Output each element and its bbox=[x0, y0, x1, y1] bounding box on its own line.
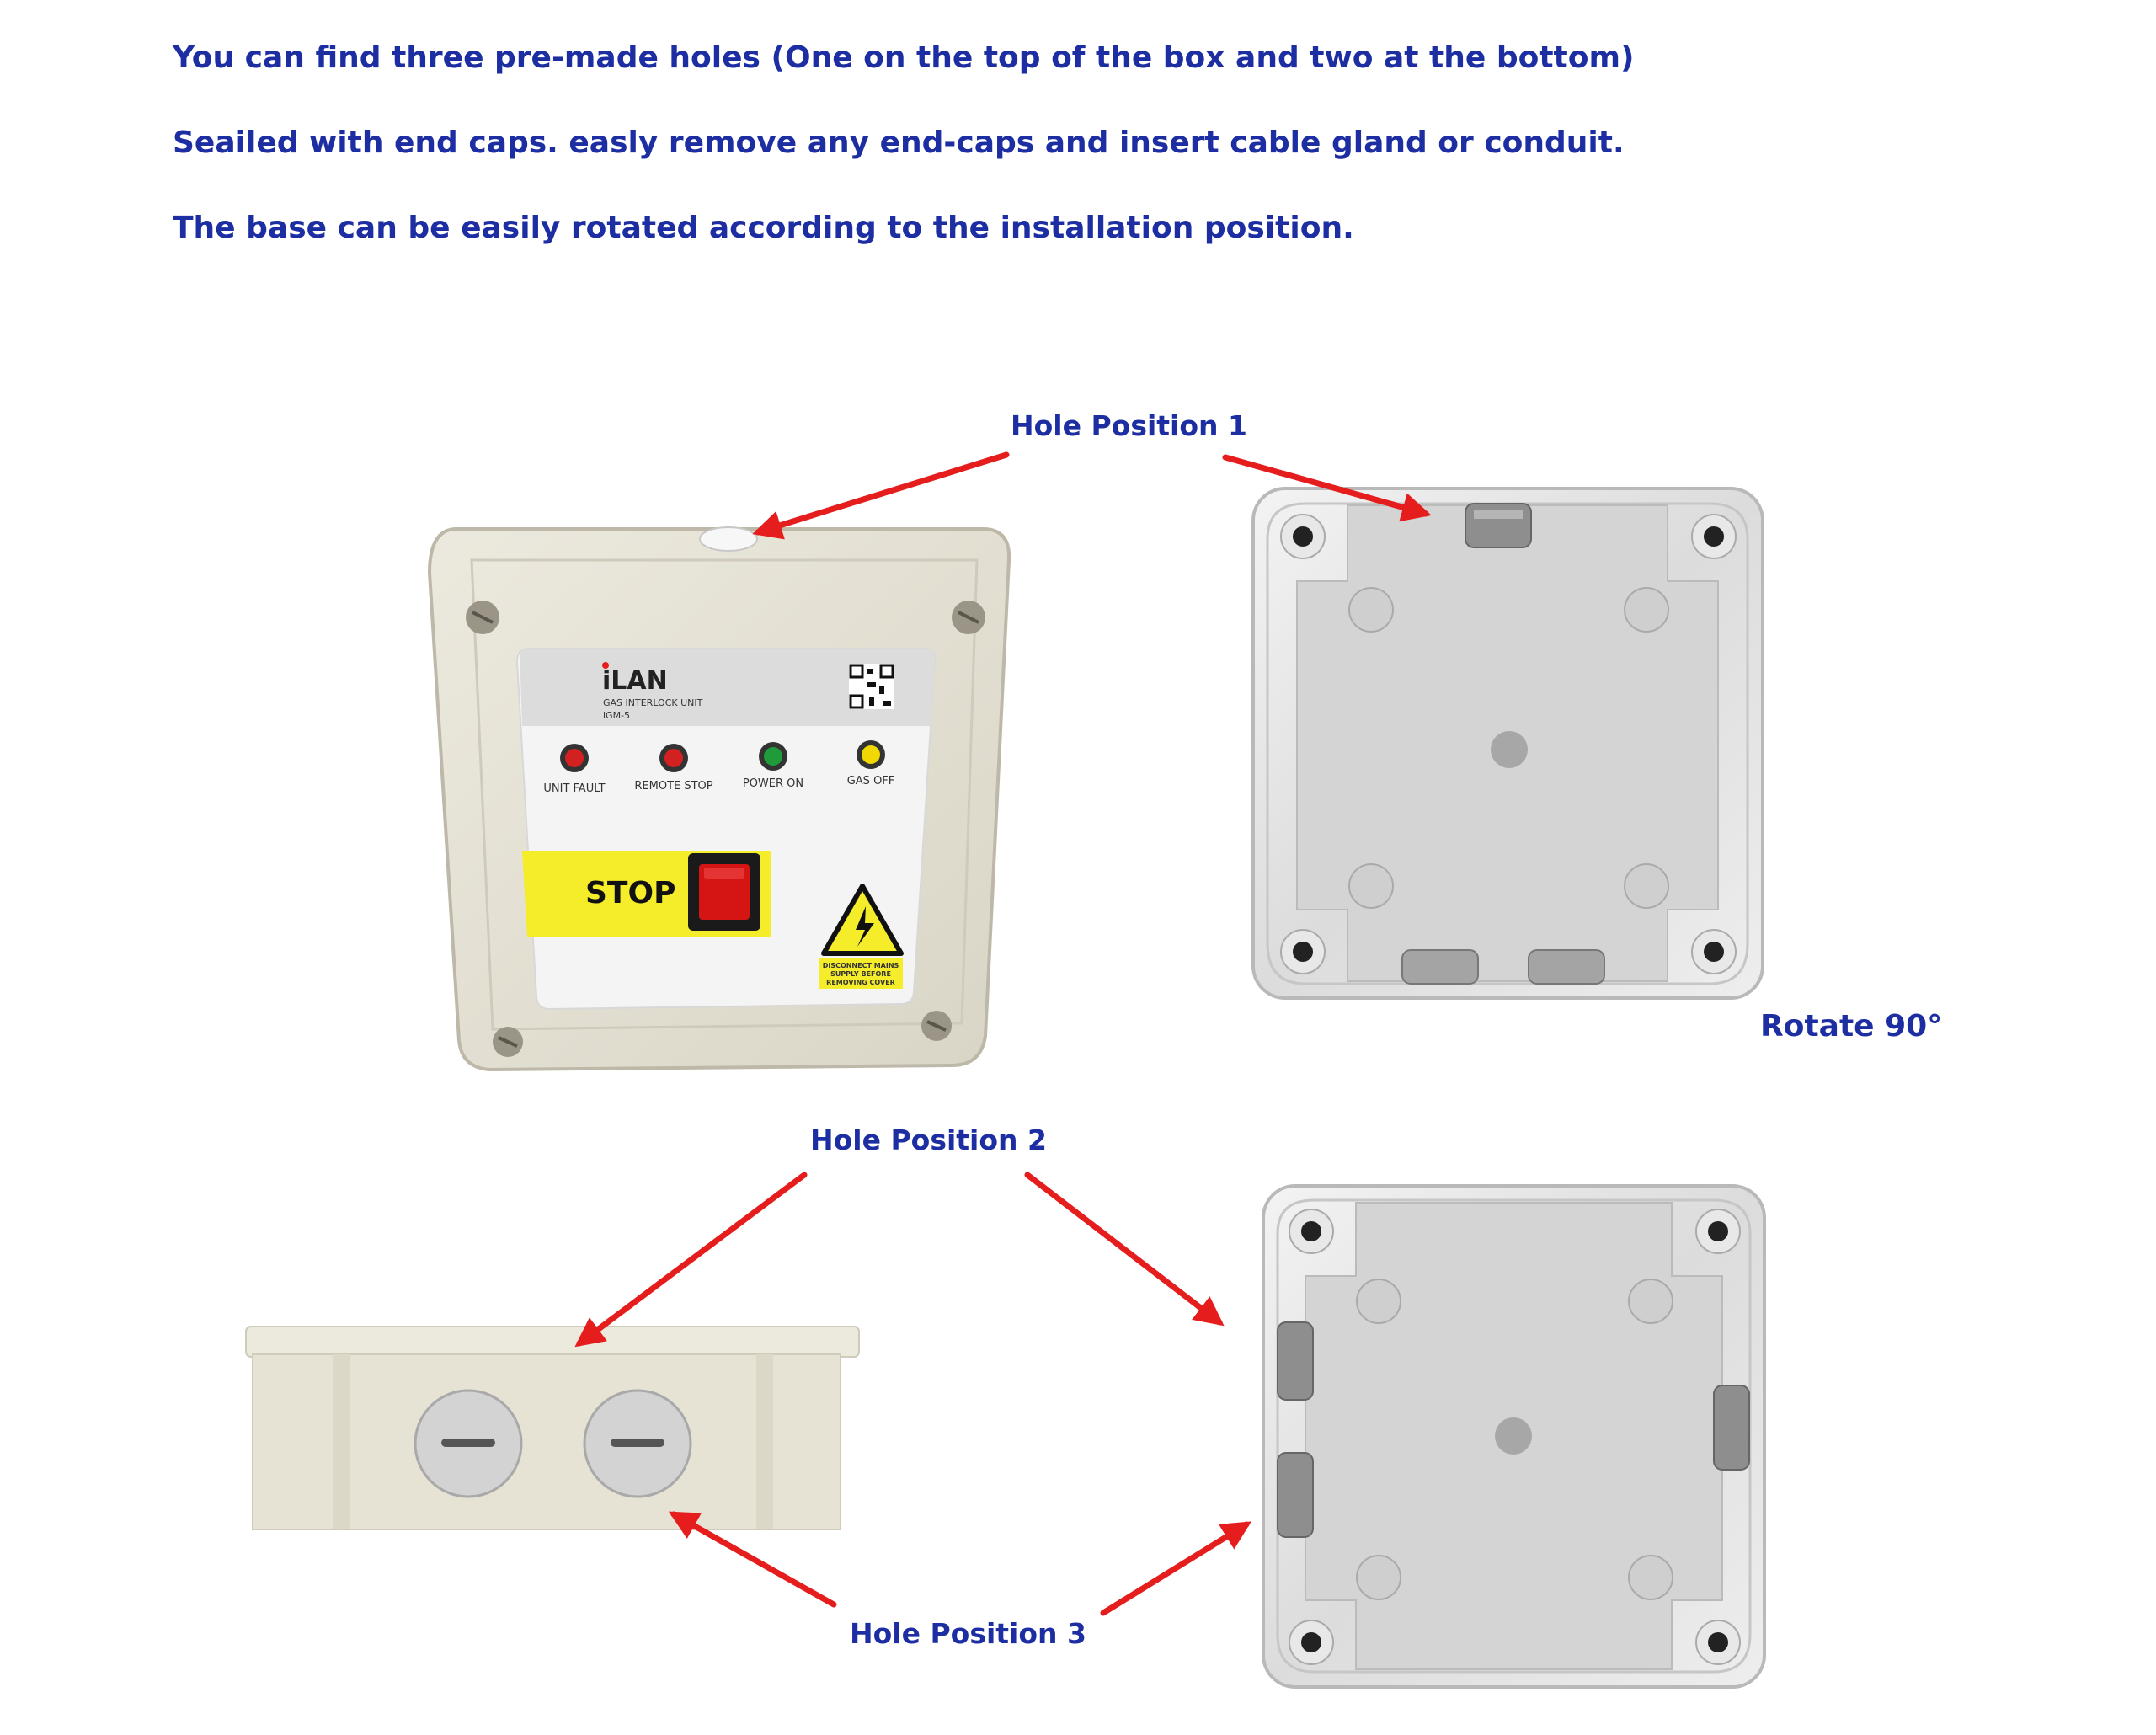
top-hole-gland bbox=[1465, 503, 1532, 548]
corner-screw-hole bbox=[1289, 1209, 1334, 1254]
stop-button bbox=[688, 853, 760, 931]
electric-hazard-icon bbox=[821, 884, 904, 956]
indicator-gas-off: GAS OFF bbox=[847, 740, 895, 787]
qr-code-icon bbox=[849, 664, 894, 709]
side-hole-gland-upper-left bbox=[1277, 1321, 1314, 1401]
front-enclosure: iLAN GAS INTERLOCK UNIT iGM-5 UNIT FAULT… bbox=[427, 526, 1011, 1072]
hole-position-1-label: Hole Position 1 bbox=[1011, 409, 1247, 442]
side-hole-gland-right bbox=[1713, 1385, 1750, 1471]
brand-logo: iLAN bbox=[602, 666, 668, 696]
end-cap-right bbox=[583, 1389, 692, 1498]
corner-screw-hole bbox=[1691, 514, 1737, 559]
intro-line-1: You can find three pre-made holes (One o… bbox=[173, 40, 1635, 75]
arrow-hole1-base bbox=[1222, 454, 1432, 522]
indicator-power-on: POWER ON bbox=[743, 742, 803, 790]
arrow-hole1-front bbox=[752, 451, 1010, 540]
intro-line-3: The base can be easily rotated according… bbox=[173, 211, 1354, 245]
indicator-remote-stop: REMOTE STOP bbox=[634, 744, 713, 793]
side-view-enclosure bbox=[245, 1326, 860, 1530]
svg-text:UNIT FAULT: UNIT FAULT bbox=[543, 782, 605, 795]
screw-icon bbox=[493, 1027, 523, 1057]
warning-line-2: SUPPLY BEFORE bbox=[830, 970, 891, 978]
arrow-hole2-side bbox=[574, 1172, 808, 1348]
corner-screw-hole bbox=[1289, 1620, 1334, 1665]
hole-position-2-label: Hole Position 2 bbox=[810, 1124, 1047, 1156]
hole-position-3-label: Hole Position 3 bbox=[850, 1617, 1086, 1650]
screw-icon bbox=[952, 601, 985, 634]
open-base-rotated bbox=[1262, 1184, 1766, 1689]
callout-arrows bbox=[574, 451, 1432, 1616]
svg-text:POWER ON: POWER ON bbox=[743, 777, 803, 790]
end-cap-left bbox=[414, 1389, 523, 1498]
corner-screw-hole bbox=[1691, 929, 1737, 974]
rotate-label: Rotate 90° bbox=[1760, 1009, 1943, 1044]
product-name: GAS INTERLOCK UNIT bbox=[603, 697, 703, 708]
svg-text:REMOTE STOP: REMOTE STOP bbox=[634, 780, 712, 793]
top-hole-cap bbox=[699, 526, 758, 552]
screw-icon bbox=[466, 601, 499, 634]
arrow-hole2-rotated bbox=[1024, 1172, 1225, 1327]
corner-screw-hole bbox=[1280, 514, 1326, 559]
bottom-hole-gland-right bbox=[1528, 949, 1605, 985]
svg-text:GAS OFF: GAS OFF bbox=[847, 775, 895, 787]
bottom-hole-gland-left bbox=[1401, 949, 1479, 985]
corner-screw-hole bbox=[1695, 1209, 1741, 1254]
indicator-unit-fault: UNIT FAULT bbox=[543, 744, 606, 795]
corner-screw-hole bbox=[1280, 929, 1326, 974]
side-hole-gland-lower-left bbox=[1277, 1452, 1314, 1538]
stop-label: STOP bbox=[585, 876, 675, 910]
warning-line-3: REMOVING COVER bbox=[826, 979, 895, 986]
warning-label bbox=[819, 958, 903, 989]
brand-dot bbox=[602, 662, 609, 669]
model-number: iGM-5 bbox=[603, 710, 630, 721]
screw-icon bbox=[921, 1011, 952, 1041]
intro-line-2: Seailed with end caps. easly remove any … bbox=[173, 125, 1625, 160]
arrow-hole3-side bbox=[668, 1511, 837, 1608]
open-base-top bbox=[1251, 487, 1764, 1000]
arrow-hole3-rotated bbox=[1100, 1521, 1251, 1616]
warning-line-1: DISCONNECT MAINS bbox=[823, 962, 899, 969]
corner-screw-hole bbox=[1695, 1620, 1741, 1665]
